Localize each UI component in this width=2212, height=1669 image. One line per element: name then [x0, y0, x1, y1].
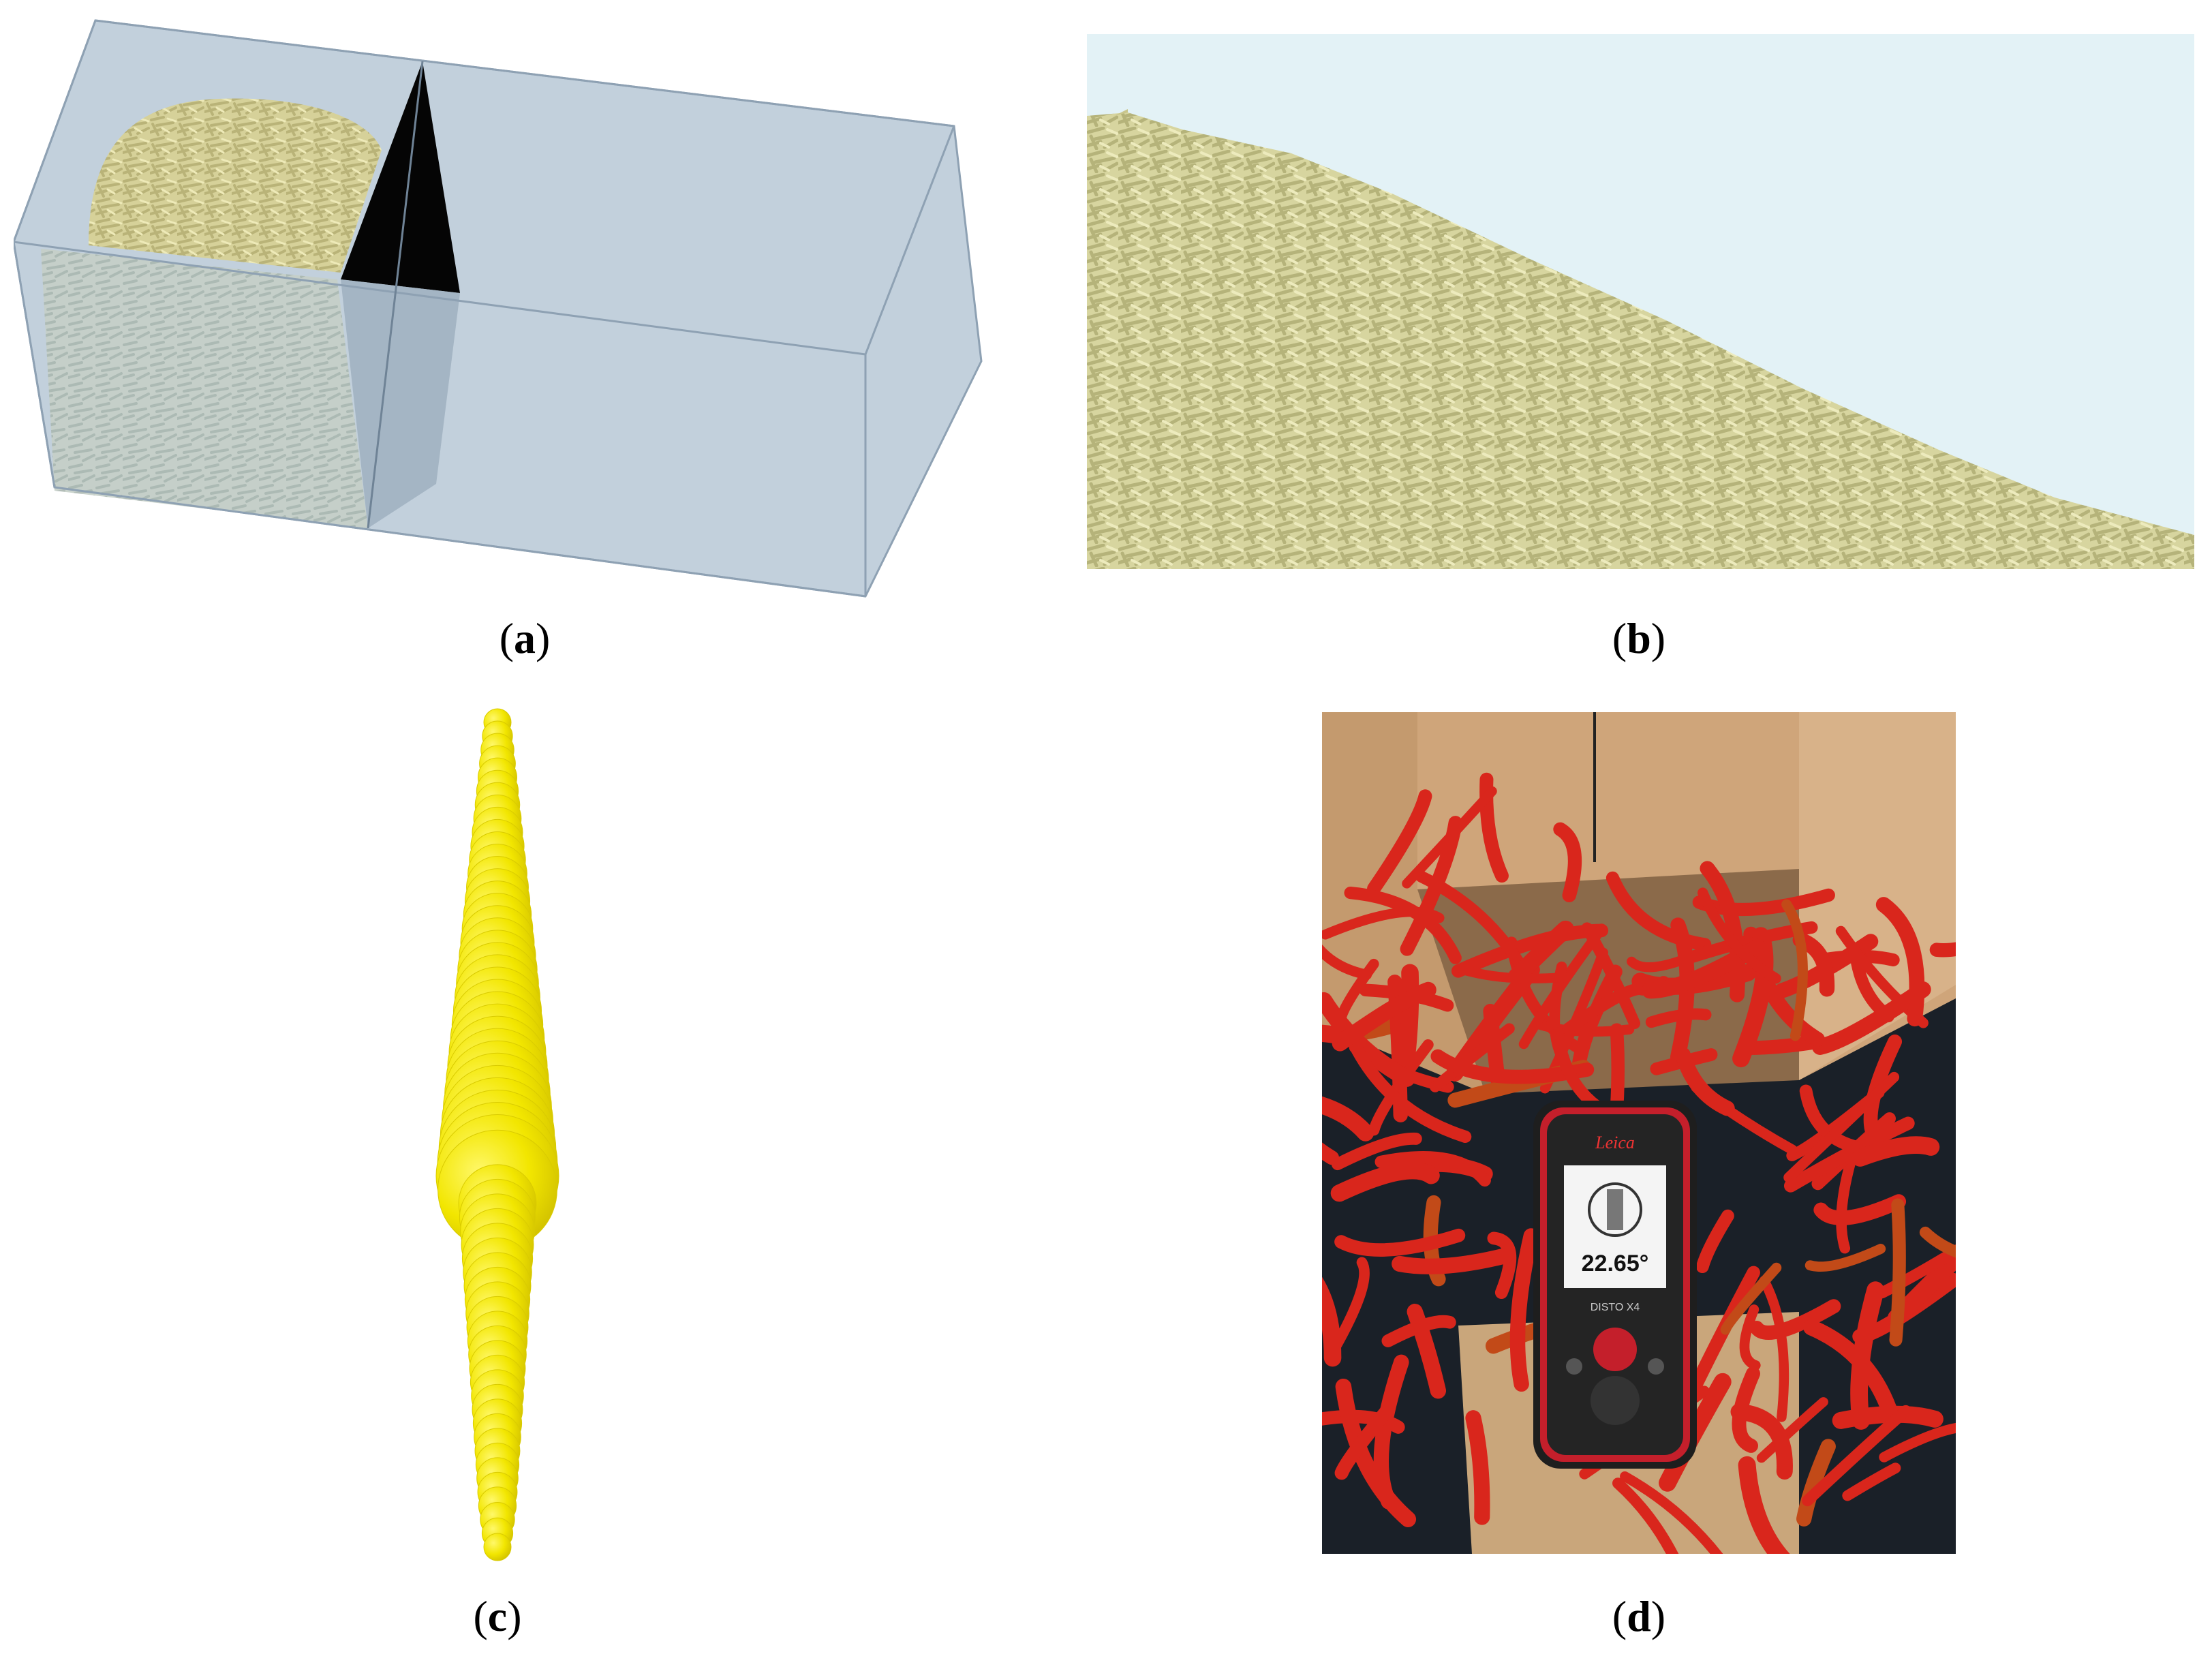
chili-pepper: [1695, 1209, 1734, 1274]
chili-pepper: [1796, 1439, 1836, 1527]
photo-icon: Leica 22.65° DISTO X4: [1322, 712, 1956, 1554]
chili-pepper: [1836, 1146, 1859, 1254]
chili-pepper: [1509, 1228, 1539, 1392]
device-main-button: [1593, 1328, 1637, 1371]
caption-a: (a): [499, 614, 551, 662]
chili-pepper: [1430, 1049, 1595, 1084]
chili-pepper: [1322, 1096, 1374, 1142]
caption-letter: c: [487, 1592, 508, 1640]
chili-pepper: [1759, 1276, 1789, 1422]
panel-c-sphere-chain: [409, 702, 586, 1567]
chili-pepper: [1730, 1403, 1793, 1480]
chili-pepper: [1400, 816, 1462, 956]
chili-pepper: [1330, 1162, 1440, 1202]
chili-pepper: [1351, 1043, 1472, 1144]
device-reading: 22.65°: [1582, 1251, 1649, 1276]
chili-pepper: [1458, 964, 1571, 983]
chili-pepper: [1392, 1247, 1514, 1274]
caption-c: (c): [473, 1592, 522, 1640]
chili-pepper: [1465, 1410, 1490, 1525]
chili-pepper: [1396, 964, 1419, 1084]
chili-pepper: [1612, 1477, 1679, 1554]
chili-pepper: [1812, 981, 1931, 1055]
chili-pepper: [1783, 1116, 1915, 1193]
chili-pepper: [1571, 964, 1623, 1073]
chili-pepper: [1879, 1422, 1956, 1463]
panel-d-photo: Leica 22.65° DISTO X4: [1322, 712, 1956, 1554]
sphere-chain-icon: [435, 708, 559, 1561]
chili-pepper: [1322, 944, 1372, 980]
chili-pepper: [1332, 981, 1437, 1052]
chili-pepper: [1335, 1378, 1417, 1527]
chili-pepper: [1802, 1405, 1912, 1507]
chili-pepper: [1374, 1151, 1491, 1187]
pile-profile-icon: [1087, 34, 2194, 569]
caption-letter: b: [1627, 614, 1651, 662]
chili-pepper: [1781, 899, 1808, 1041]
caption-b: (b): [1612, 614, 1666, 662]
chili-pepper: [1850, 1281, 1885, 1430]
chili-pepper: [1331, 1132, 1422, 1171]
simulation-box-icon: [14, 19, 983, 598]
caption-letter: d: [1627, 1592, 1651, 1640]
chili-pepper: [1329, 1257, 1370, 1354]
chili-pepper: [1887, 1245, 1956, 1327]
chili-pepper: [1720, 1262, 1782, 1335]
chili-pepper: [1675, 1047, 1735, 1116]
chili-pepper: [1334, 1228, 1466, 1257]
chili-pepper: [1875, 897, 1925, 1027]
chili-pepper: [1407, 1304, 1447, 1399]
chili-pepper: [1508, 920, 1574, 985]
chili-pepper: [1756, 1397, 1828, 1463]
sphere: [483, 1533, 512, 1561]
chili-pepper: [1804, 1244, 1886, 1272]
chili-pepper: [1627, 944, 1715, 973]
chili-pepper: [1367, 789, 1432, 895]
panel-b-pile-profile: [1087, 34, 2194, 569]
caption-letter: a: [514, 614, 536, 662]
chili-pepper: [1700, 861, 1746, 1002]
chili-pepper: [1738, 1456, 1790, 1554]
caption-d: (d): [1612, 1592, 1666, 1640]
chili-pepper: [1429, 1023, 1515, 1092]
chili-pepper: [1842, 1463, 1901, 1501]
chili-pepper: [1620, 1471, 1723, 1554]
chili-pepper: [1783, 1071, 1900, 1183]
chili-pepper: [1732, 1366, 1760, 1453]
chili-pepper: [1929, 942, 1956, 958]
chili-pepper: [1889, 1198, 1906, 1347]
chili-pepper: [1740, 1035, 1826, 1056]
chili-pepper: [1322, 1276, 1342, 1367]
chili-pepper: [1851, 1136, 1940, 1167]
chili-pepper: [1698, 887, 1781, 984]
panel-a-simulation-box: [14, 14, 995, 600]
chili-pepper: [1919, 1226, 1956, 1258]
chili-pepper: [1334, 1405, 1394, 1480]
level-icon: [1588, 1182, 1642, 1237]
chili-pepper: [1581, 922, 1641, 1030]
laser-meter: Leica 22.65° DISTO X4: [1533, 1101, 1697, 1469]
device-brand: Leica: [1595, 1133, 1635, 1152]
device-model: DISTO X4: [1591, 1302, 1640, 1313]
chili-pepper: [1739, 1304, 1761, 1371]
chili-pepper: [1553, 822, 1582, 902]
chili-pepper: [1813, 1194, 1907, 1225]
